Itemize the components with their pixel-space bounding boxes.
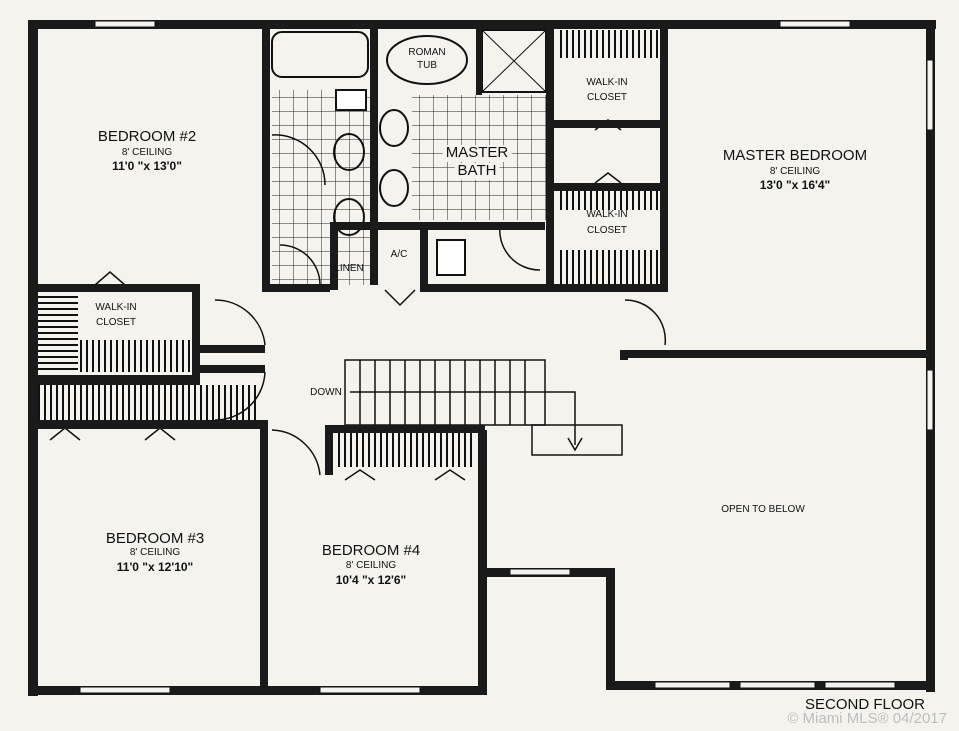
walkin-closet-1-label: WALK-IN xyxy=(586,77,628,88)
bedroom2-ceiling: 8' CEILING xyxy=(121,147,173,158)
bedroom2-label: BEDROOM #2 xyxy=(97,128,197,145)
roman-tub-label: ROMAN xyxy=(408,47,446,58)
master-bedroom-label: MASTER BEDROOM xyxy=(722,147,868,164)
bedroom2-size: 11'0 "x 13'0" xyxy=(112,159,182,173)
watermark: © Miami MLS® 04/2017 xyxy=(787,710,947,727)
bath-tile-floor xyxy=(272,90,372,285)
walkin-closet-2-label-2: CLOSET xyxy=(586,225,628,236)
master-bedroom-size: 13'0 "x 16'4" xyxy=(759,178,831,192)
ac-label: A/C xyxy=(390,249,408,260)
walkin-closet-3-label: WALK-IN xyxy=(95,302,137,313)
master-bath-label: MASTER xyxy=(442,144,512,162)
bedroom3-label: BEDROOM #3 xyxy=(105,530,205,547)
walkin-closet-1-label-2: CLOSET xyxy=(586,92,628,103)
open-to-below-label: OPEN TO BELOW xyxy=(721,504,805,515)
floor-title: SECOND FLOOR xyxy=(804,696,926,713)
walkin-closet-2-label: WALK-IN xyxy=(586,209,628,220)
closet-shelves xyxy=(556,30,660,58)
bedroom4-ceiling: 8' CEILING xyxy=(345,560,397,571)
linen-label: LINEN xyxy=(334,263,364,274)
stairs-down-label: DOWN xyxy=(310,387,342,398)
master-bath-label-2: BATH xyxy=(454,162,500,180)
bedroom3-size: 11'0 "x 12'10" xyxy=(116,560,194,574)
walkin-closet-3-label-2: CLOSET xyxy=(95,317,137,328)
roman-tub-label-2: TUB xyxy=(417,60,437,71)
bedroom3-ceiling: 8' CEILING xyxy=(129,547,181,558)
bedroom4-label: BEDROOM #4 xyxy=(321,542,421,559)
master-bedroom-ceiling: 8' CEILING xyxy=(769,166,821,177)
bedroom4-size: 10'4 "x 12'6" xyxy=(335,573,407,587)
roman-tub xyxy=(386,35,468,85)
